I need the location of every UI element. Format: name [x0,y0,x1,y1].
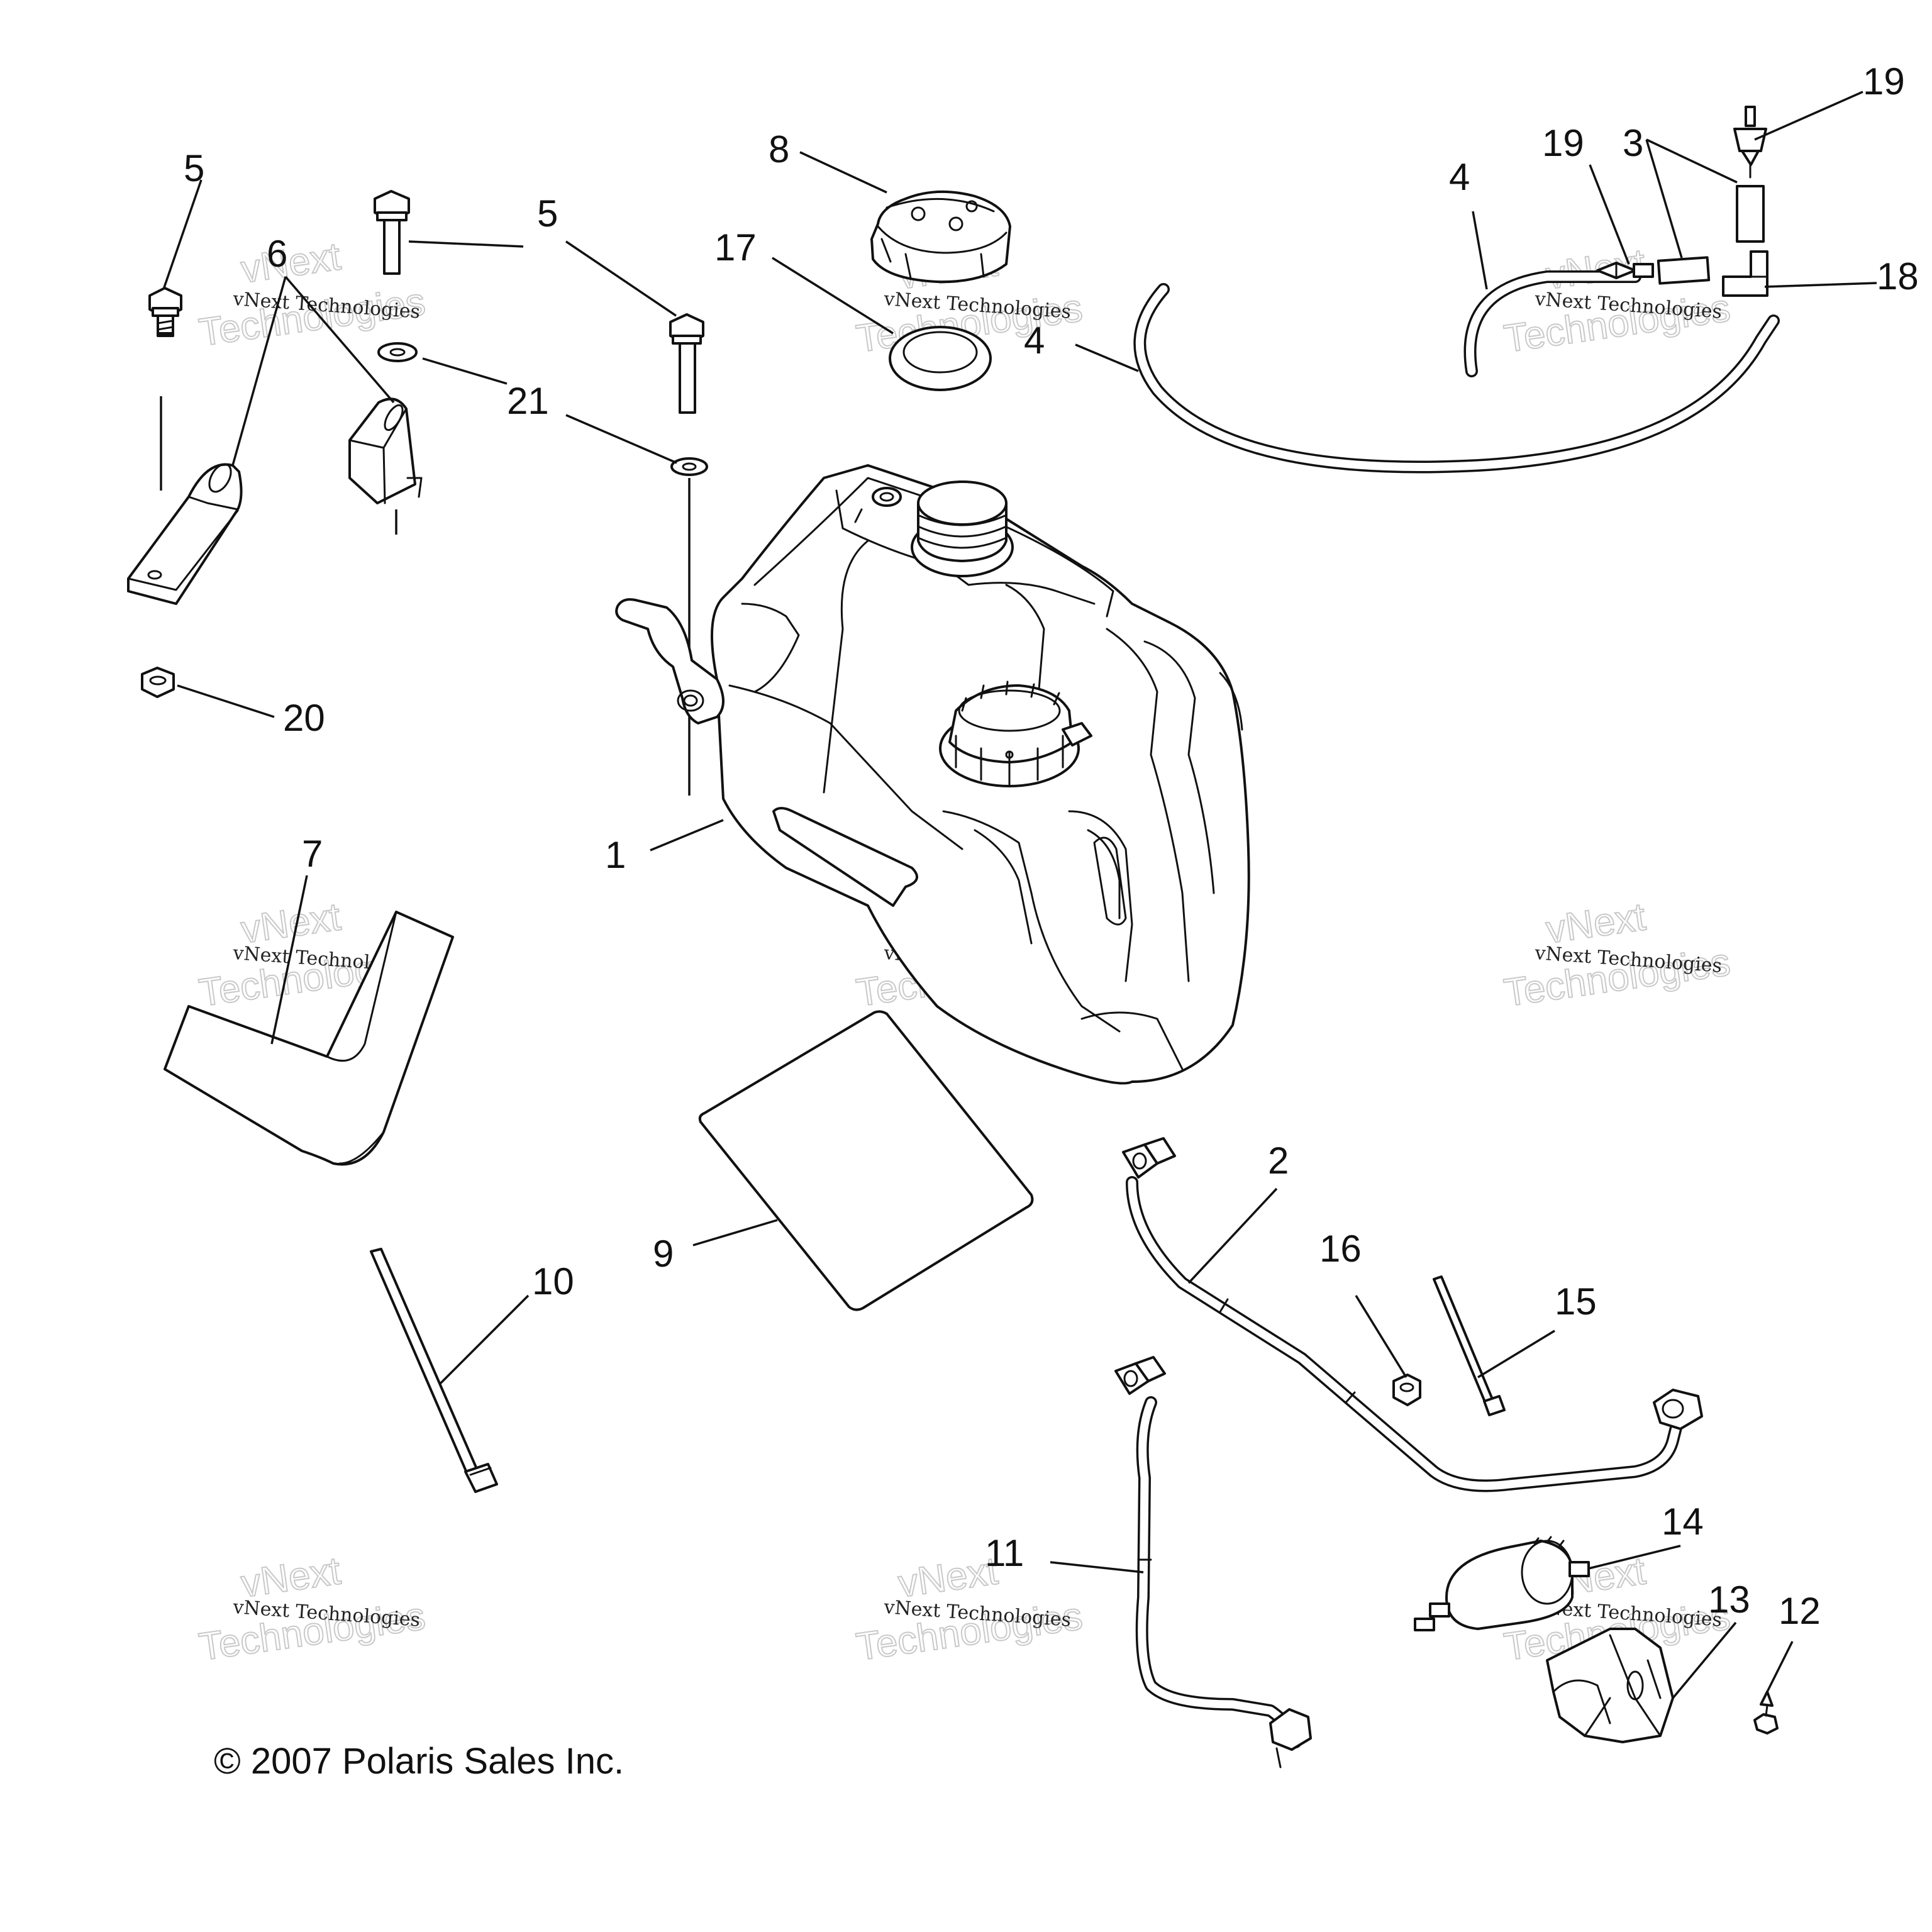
part-3-hose-segments [1657,185,1765,285]
part-5-bolt-right [669,313,704,414]
callout-8: 8 [769,128,789,170]
callout-12: 12 [1779,1590,1821,1632]
callout-1: 1 [605,834,626,876]
callout-2: 2 [1268,1140,1289,1182]
callout-4-lower: 4 [1024,319,1045,362]
part-16-grommet [1392,1374,1421,1406]
callout-9: 9 [653,1233,674,1275]
callout-7: 7 [302,833,323,875]
part-7-strap-pad [164,911,454,1166]
callout-5-left: 5 [184,147,204,189]
part-14-fuel-filter [1414,1536,1590,1631]
callout-5-right: 5 [537,192,558,235]
part-6-bracket-right [348,397,423,535]
part-19-check-valve-left [1596,262,1654,279]
callout-21: 21 [507,380,549,422]
part-12-screw [1753,1690,1779,1735]
part-19-check-valve-top [1733,106,1767,179]
callout-13: 13 [1708,1579,1750,1621]
callout-19-top: 19 [1863,60,1905,103]
callout-16: 16 [1319,1228,1362,1270]
part-9-pad [698,1010,1034,1311]
callout-14: 14 [1662,1501,1704,1543]
part-1-fuel-tank [615,464,1250,1085]
part-21-washers [377,342,708,796]
part-18-elbow-fitting [1722,250,1768,297]
callout-4-upper: 4 [1449,156,1470,198]
leader-lines [162,91,1877,1699]
callout-17: 17 [714,226,757,269]
callout-6: 6 [267,233,287,275]
callout-3: 3 [1623,122,1643,164]
part-11-fuel-line [1114,1356,1312,1768]
callout-18: 18 [1877,255,1919,297]
callout-19-left: 19 [1542,122,1584,164]
part-15-cable-tie [1433,1275,1506,1416]
part-10-cable-tie [370,1248,498,1493]
part-17-gasket [889,326,992,391]
part-5-bolt-left [148,287,182,491]
part-5-bolt-mid [374,190,524,275]
callout-15: 15 [1555,1280,1597,1323]
callout-11: 11 [985,1532,1024,1574]
part-6-bracket-left [127,463,243,605]
callout-10: 10 [532,1260,574,1302]
part-13-filter-bracket [1546,1628,1674,1743]
callout-20: 20 [283,697,325,739]
copyright-notice: © 2007 Polaris Sales Inc. [214,1741,624,1782]
part-4-vent-hose [1133,270,1780,474]
part-2-fuel-line [1122,1137,1703,1492]
part-8-fuel-cap [870,190,1011,284]
part-20-nut [141,667,175,698]
callout-labels: 1 2 3 4 4 5 5 6 7 8 9 10 11 12 13 14 15 … [184,60,1919,1632]
